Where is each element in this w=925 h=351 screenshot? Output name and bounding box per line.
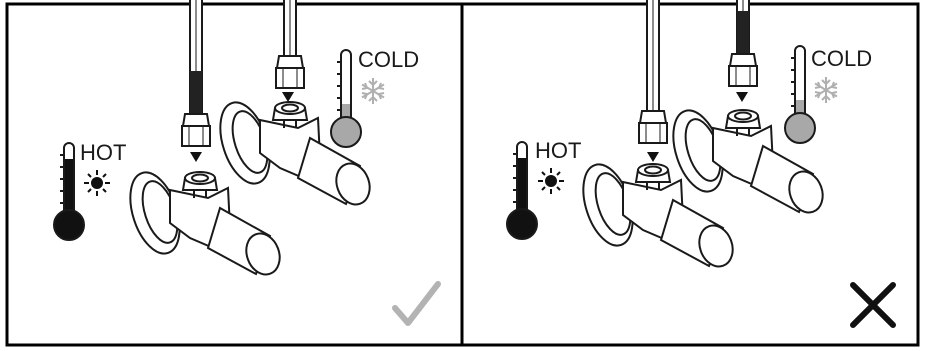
hot-pointer-icon [190, 152, 202, 162]
hot-valve [121, 166, 285, 279]
cross-icon [853, 285, 893, 325]
panel-correct: HOT COLD [54, 0, 438, 323]
cold-thermometer-icon [331, 50, 361, 147]
cold-pointer-icon [282, 92, 294, 102]
hot-pointer-icon [647, 152, 659, 162]
snowflake-icon [362, 78, 384, 104]
sun-icon [84, 170, 110, 196]
cold-label: COLD [358, 47, 419, 72]
hot-hose [639, 0, 667, 143]
hot-hose [182, 0, 210, 146]
panel-incorrect: HOT COLD [507, 0, 893, 325]
cold-label: COLD [811, 46, 872, 71]
cold-hose [729, 0, 757, 86]
hot-label: HOT [80, 140, 126, 165]
hot-label: HOT [535, 138, 581, 163]
sun-icon [538, 168, 564, 194]
cold-hose [276, 0, 304, 88]
cold-pointer-icon [736, 92, 748, 102]
checkmark-icon [395, 284, 438, 323]
hot-thermometer-icon [507, 142, 537, 239]
snowflake-icon [815, 77, 837, 103]
